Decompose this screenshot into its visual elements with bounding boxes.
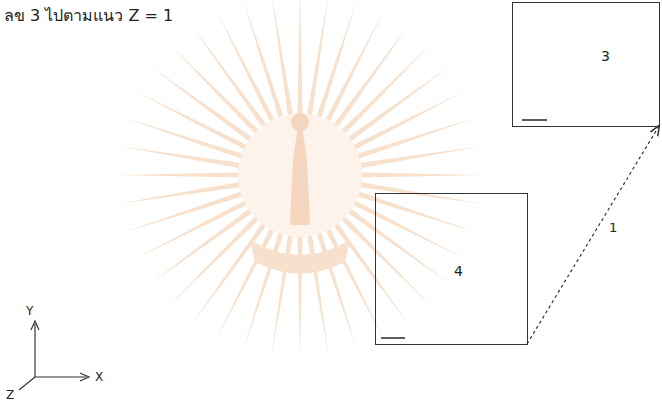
axis-arrowhead (80, 373, 89, 381)
emblem-spire (290, 112, 310, 225)
axis-label: Y (26, 304, 33, 318)
watermark-emblem (115, 0, 485, 360)
y-axis (34, 324, 35, 377)
emblem-ray (325, 10, 384, 123)
part-box: 4 (375, 193, 528, 345)
emblem-ray (216, 227, 275, 340)
emblem-ray (359, 146, 483, 168)
direction-mark (522, 119, 547, 121)
part-box: 3 (512, 2, 660, 127)
direction-marks (381, 120, 547, 338)
x-axis (35, 376, 86, 377)
emblem-ray (356, 118, 476, 159)
coordinate-axes (19, 321, 89, 390)
emblem-ray (243, 0, 284, 119)
emblem-ray (135, 91, 248, 150)
axis-label: Z (6, 388, 14, 402)
emblem-ray (115, 172, 240, 177)
emblem-ray (117, 182, 241, 204)
emblem-jewel (291, 113, 309, 131)
z-axis (19, 377, 35, 390)
emblem-ray (297, 235, 302, 360)
emblem-ray (271, 0, 293, 116)
callout-number: 1 (607, 220, 619, 235)
emblem-ray (297, 0, 302, 115)
emblem-ray (360, 172, 485, 177)
motion-arrow (527, 126, 659, 344)
part-number: 3 (601, 49, 610, 63)
heading-note: ลข 3 ไปตามแนว Z = 1 (4, 3, 173, 28)
emblem-ray (352, 200, 465, 259)
emblem-base (250, 240, 350, 274)
part-number: 4 (454, 264, 463, 278)
axis-label: X (95, 370, 103, 384)
emblem-center (238, 113, 362, 237)
axis-arrowhead (31, 321, 39, 330)
emblem-ray (124, 191, 244, 232)
direction-mark (381, 337, 405, 339)
